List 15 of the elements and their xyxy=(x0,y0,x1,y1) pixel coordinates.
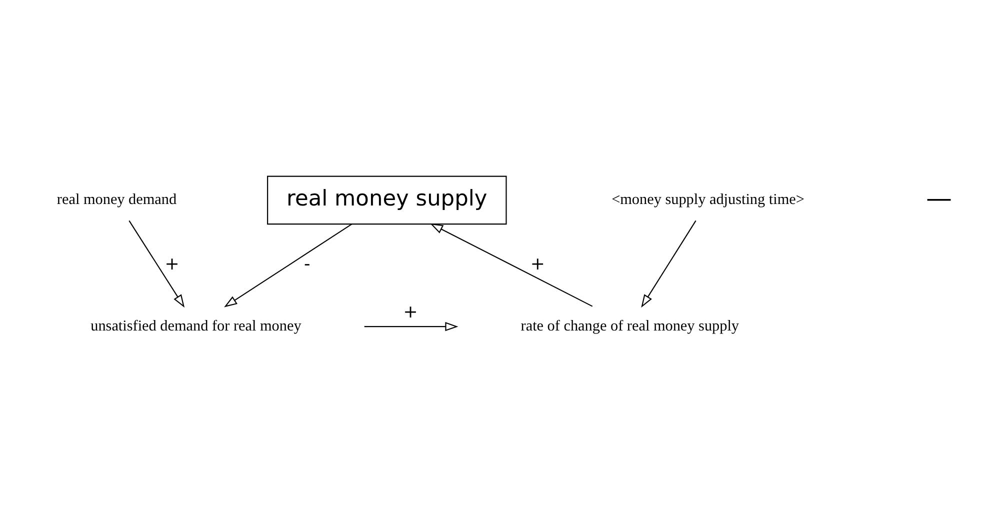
arrow xyxy=(128,220,185,308)
node-text: unsatisfied demand for real money xyxy=(90,318,302,335)
arrow xyxy=(641,220,696,308)
edge-label: + xyxy=(164,254,180,274)
node-text: <money supply adjusting time> xyxy=(612,191,804,208)
arrow xyxy=(364,322,458,332)
node-text: real money demand xyxy=(56,191,177,208)
arrow xyxy=(224,224,352,308)
edge-label: + xyxy=(403,302,418,323)
node-text: rate of change of real money supply xyxy=(520,318,740,335)
arrow xyxy=(430,223,593,307)
node-box: real money supply xyxy=(267,176,507,225)
edge-label: - xyxy=(304,254,310,274)
label: — xyxy=(926,184,952,214)
edge-label: + xyxy=(530,254,545,274)
